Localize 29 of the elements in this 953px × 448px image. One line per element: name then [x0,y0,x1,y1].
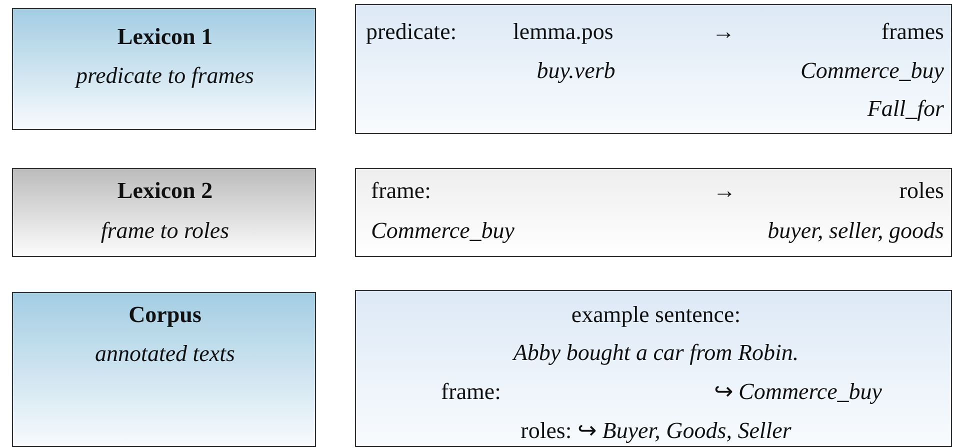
italic-text: predicate to frames [76,62,254,90]
text-box [355,4,952,134]
table-text: roles [899,177,944,205]
box-heading: Lexicon 2 [117,177,213,205]
italic-text: Commerce_buy [371,217,514,245]
italic-text: Abby bought a car from Robin. [513,339,799,367]
table-text: ↪ Commerce_buy [714,378,882,406]
italic-text: buy.verb [536,57,616,85]
box-heading: Corpus [128,301,202,329]
text-box [12,8,316,130]
table-text: predicate: [366,18,457,46]
text-box [355,290,952,447]
italic-text: annotated texts [95,340,235,368]
box-heading: Lexicon 1 [117,23,213,51]
text-box [355,168,952,257]
table-text: frames [881,18,944,46]
italic-text: Fall_for [867,95,944,123]
table-text: frame: [371,177,432,205]
table-text: roles: ↪ Buyer, Goods, Seller [520,417,792,445]
table-text: → [713,177,736,205]
table-text: → [712,18,735,46]
italic-text: buyer, seller, goods [768,217,944,245]
table-text: lemma.pos [513,18,614,46]
text-box [12,168,316,257]
italic-text: Commerce_buy [800,57,944,85]
italic-text: frame to roles [100,217,230,245]
table-text: frame: [441,378,502,406]
table-text: example sentence: [571,301,741,329]
text-box [12,292,316,447]
